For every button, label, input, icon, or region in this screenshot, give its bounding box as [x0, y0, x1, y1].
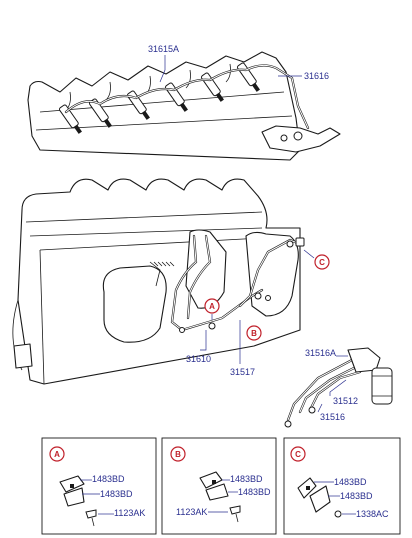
callout-c: C: [303, 249, 330, 270]
box-a-part-2: 1483BD: [100, 489, 133, 499]
label-31516A: 31516A: [305, 348, 336, 358]
box-c-part-2: 1483BD: [340, 491, 373, 501]
detail-box-c: C 1483BD 1483BD 1338AC: [283, 437, 401, 535]
detail-box-a: A 1483BD 1483BD 1123AK: [41, 437, 157, 535]
upper-return-pipe: [64, 64, 341, 153]
callout-a: A: [204, 298, 220, 320]
box-c-part-3: 1338AC: [356, 509, 389, 519]
lower-fuel-pipes: [170, 234, 305, 333]
svg-text:C: C: [319, 258, 325, 267]
svg-text:A: A: [209, 302, 215, 311]
box-a-part-3: 1123AK: [114, 508, 145, 518]
upper-cylinder-head: [27, 51, 301, 161]
svg-text:B: B: [251, 329, 257, 338]
lower-labels: 31610 31517: [186, 320, 255, 377]
svg-text:C: C: [295, 450, 301, 459]
fuel-filter-assembly: 31516A 31512 31516: [284, 347, 393, 428]
label-31610: 31610: [186, 354, 211, 364]
box-b-part-2: 1483BD: [238, 487, 271, 497]
detail-box-b: B 1483BD 1483BD 1123AK: [161, 437, 277, 535]
label-31516: 31516: [320, 412, 345, 422]
upper-labels: 31615A 31616: [148, 44, 329, 83]
box-b-part-1: 1483BD: [230, 474, 263, 484]
label-31512: 31512: [333, 396, 358, 406]
label-31517: 31517: [230, 367, 255, 377]
svg-text:B: B: [175, 450, 181, 459]
lower-engine-block: [12, 178, 301, 385]
callout-b: B: [246, 325, 262, 341]
box-c-part-1: 1483BD: [334, 477, 367, 487]
label-31615A: 31615A: [148, 44, 179, 54]
box-b-part-3: 1123AK: [176, 507, 207, 517]
svg-text:A: A: [54, 450, 60, 459]
box-a-part-1: 1483BD: [92, 474, 125, 484]
label-31616: 31616: [304, 71, 329, 81]
